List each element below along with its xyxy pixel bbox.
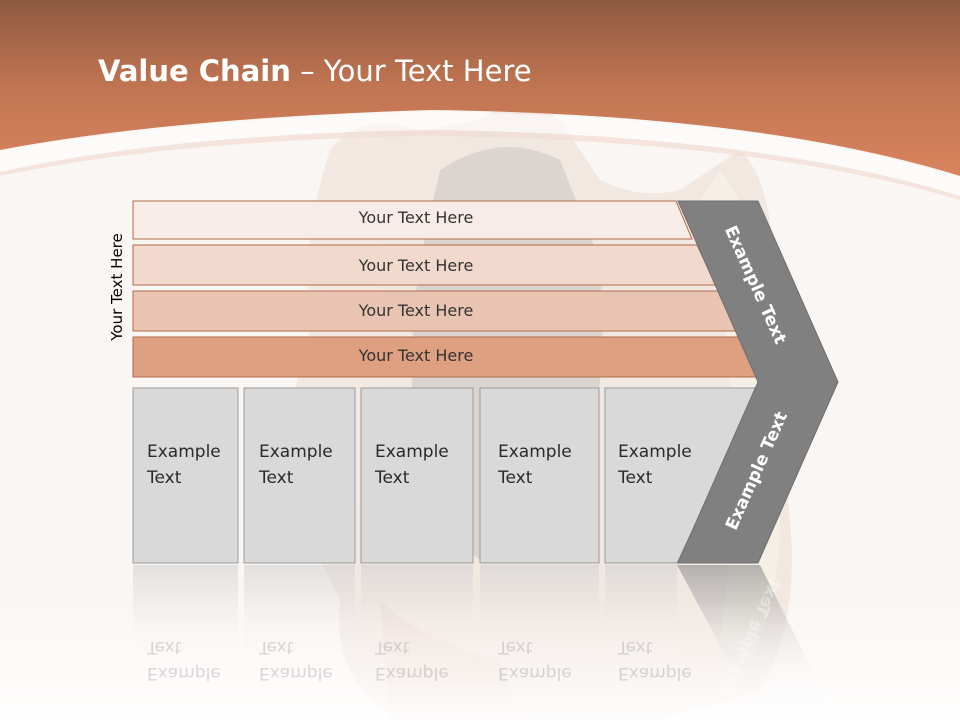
activity-box-4-reflection-text: Example Text <box>498 634 572 686</box>
slide-title-bold: Value Chain <box>98 54 291 88</box>
activity-box-3-reflection-line2: Text <box>375 637 410 657</box>
activity-box-2-reflection-line2: Text <box>259 637 294 657</box>
activity-box-2-text: Example Text <box>259 439 333 491</box>
process-row-1-label: Your Text Here <box>358 208 474 227</box>
process-row-2-label: Your Text Here <box>358 256 474 275</box>
activity-box-3-reflection-line1: Example <box>375 663 449 683</box>
activity-box-4-line1: Example <box>498 442 572 462</box>
header-band <box>0 0 960 176</box>
bottom-fade <box>0 600 960 720</box>
side-label: Your Text Here <box>108 233 126 341</box>
activity-box-4 <box>479 387 600 564</box>
activity-boxes <box>132 387 761 564</box>
activity-box-3 <box>360 387 474 564</box>
activity-box-5 <box>604 387 761 564</box>
activity-box-4-reflection-line1: Example <box>498 663 572 683</box>
activity-box-3-line2: Text <box>375 468 410 488</box>
activity-box-1-reflection-text: Example Text <box>147 634 221 686</box>
activity-box-1 <box>132 387 239 564</box>
activity-box-4-line2: Text <box>498 468 533 488</box>
activity-box-4-reflection-line2: Text <box>498 637 533 657</box>
margin-chevron <box>677 200 839 564</box>
activity-box-5-reflection-line2: Text <box>618 637 653 657</box>
activity-box-3-line1: Example <box>375 442 449 462</box>
activity-box-5-line1: Example <box>618 442 692 462</box>
slide-title: Value Chain – Your Text Here <box>98 54 532 88</box>
activity-box-5-reflection-line1: Example <box>618 663 692 683</box>
activity-box-2 <box>243 387 356 564</box>
process-row-1 <box>132 200 693 240</box>
process-row-3-label: Your Text Here <box>358 301 474 320</box>
activity-box-2-line1: Example <box>259 442 333 462</box>
activity-box-5-line2: Text <box>618 468 653 488</box>
process-row-4-label: Your Text Here <box>358 346 474 365</box>
activity-box-5-reflection-text: Example Text <box>618 634 692 686</box>
activity-box-1-text: Example Text <box>147 439 221 491</box>
activity-box-1-reflection-line2: Text <box>147 637 182 657</box>
activity-box-3-text: Example Text <box>375 439 449 491</box>
activity-box-2-reflection-text: Example Text <box>259 634 333 686</box>
activity-box-2-reflection-line1: Example <box>259 663 333 683</box>
header-swoosh <box>0 112 960 196</box>
activity-box-1-line1: Example <box>147 442 221 462</box>
activity-box-1-line2: Text <box>147 468 182 488</box>
slide-title-rest: – Your Text Here <box>290 54 532 88</box>
activity-box-4-text: Example Text <box>498 439 572 491</box>
activity-box-3-reflection-text: Example Text <box>375 634 449 686</box>
activity-box-1-reflection-line1: Example <box>147 663 221 683</box>
activity-box-5-text: Example Text <box>618 439 692 491</box>
activity-box-2-line2: Text <box>259 468 294 488</box>
process-rows <box>132 200 763 378</box>
